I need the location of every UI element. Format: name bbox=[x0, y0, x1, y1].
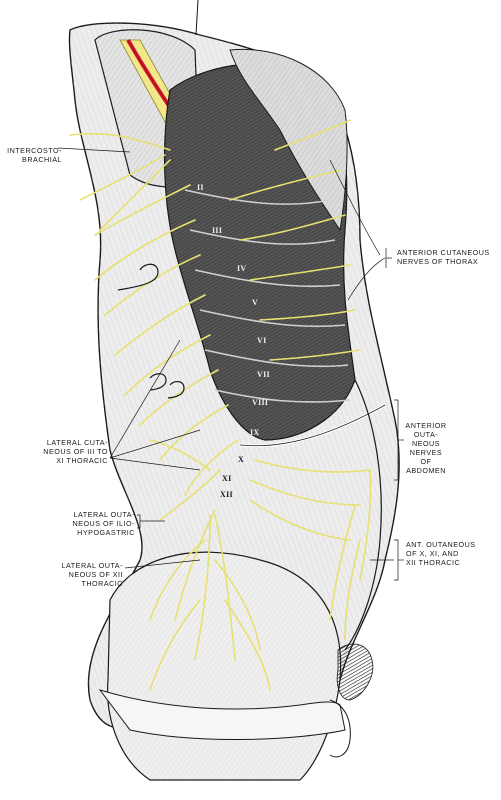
label-anterior-cutaneous-thorax: ANTERIOR CUTANEOUS NERVES OF THORAX bbox=[397, 248, 490, 266]
label-intercostobrachial: INTERCOSTO- BRACHIAL bbox=[7, 146, 62, 164]
rib-numeral-x: X bbox=[238, 455, 245, 464]
leader-lines bbox=[57, 147, 404, 581]
pubic-hair bbox=[336, 643, 374, 701]
nerve-network bbox=[69, 119, 372, 691]
rib-numeral-vii: VII bbox=[257, 370, 270, 379]
rib-numeral-v: V bbox=[252, 298, 259, 307]
rib-numeral-viii: VIII bbox=[252, 398, 269, 407]
rib-lines bbox=[184, 189, 351, 403]
rib-numeral-iii: III bbox=[212, 226, 223, 235]
label-lateral-cutaneous-iliohypogastric: LATERAL OUTA- NEOUS OF ILIO- HYPOGASTRIC bbox=[72, 510, 135, 537]
hip-hatching bbox=[107, 552, 341, 780]
rib-numeral-xii: XII bbox=[220, 490, 233, 499]
skin-flap-bottom bbox=[98, 689, 346, 740]
rib-numeral-ix: IX bbox=[250, 428, 260, 437]
retractor-hooks bbox=[117, 263, 185, 399]
anterior-cut-edge bbox=[344, 379, 382, 651]
label-anterior-cutaneous-abdomen: ANTERIOR OUTA- NEOUS NERVES OF ABDOMEN bbox=[405, 421, 447, 475]
reflected-flap-hatch bbox=[230, 49, 348, 231]
rib-numeral-iv: IV bbox=[237, 264, 247, 273]
label-lateral-cutaneous-iii-xi: LATERAL CUTA- NEOUS OF III TO XI THORACI… bbox=[43, 438, 108, 465]
neck-line bbox=[195, 0, 199, 36]
label-lateral-cutaneous-xii: LATERAL OUTA- NEOUS OF XII THORACIC bbox=[61, 561, 123, 588]
rib-numeral-ii: II bbox=[197, 183, 204, 192]
abdominal-cut-outline bbox=[239, 404, 386, 447]
genital-contour bbox=[329, 699, 351, 758]
rib-numeral-vi: VI bbox=[257, 336, 267, 345]
rib-numeral-xi: XI bbox=[222, 474, 232, 483]
label-ant-cutaneous-x-xi-xii: ANT. OUTANEOUS OF X, XI, AND XII THORACI… bbox=[406, 540, 476, 567]
